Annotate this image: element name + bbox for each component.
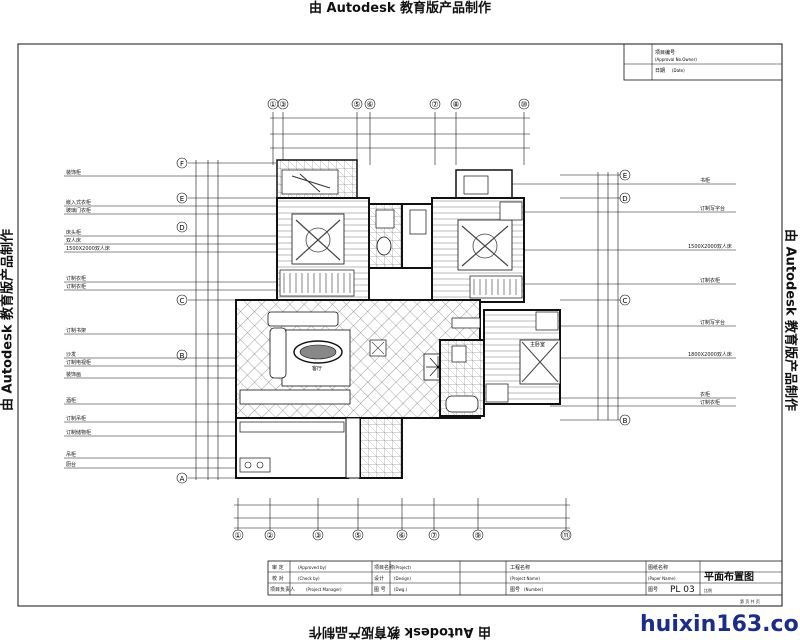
svg-text:嵌入式衣柜: 嵌入式衣柜 [66, 199, 91, 206]
svg-text:订制衣柜: 订制衣柜 [66, 275, 86, 282]
svg-text:C: C [180, 297, 185, 305]
svg-text:订制写字台: 订制写字台 [700, 205, 725, 212]
svg-text:①: ① [269, 100, 276, 109]
svg-text:⑦: ⑦ [430, 531, 437, 540]
svg-text:(Project Name): (Project Name) [510, 576, 540, 581]
svg-text:装饰画: 装饰画 [66, 371, 81, 378]
svg-text:1800X2000双人床: 1800X2000双人床 [688, 351, 732, 358]
svg-text:图号: 图号 [510, 587, 520, 593]
svg-text:客厅: 客厅 [312, 365, 322, 372]
svg-text:项目编号: 项目编号 [655, 49, 675, 56]
svg-text:③: ③ [314, 531, 321, 540]
svg-text:订制吊柜: 订制吊柜 [66, 415, 86, 422]
svg-text:工程名称: 工程名称 [510, 564, 530, 571]
left-grid-bubbles: F E D C B A [176, 157, 188, 484]
svg-text:⑦: ⑦ [431, 100, 438, 109]
svg-text:书柜: 书柜 [700, 177, 710, 184]
top-right-box: 项目编号 (Approval No.Owner) 日期 (Date) [623, 43, 783, 81]
svg-text:双人床: 双人床 [66, 237, 81, 244]
svg-text:(Number): (Number) [524, 587, 544, 592]
svg-text:1500X2000双人床: 1500X2000双人床 [66, 245, 110, 252]
drawing-title: 平面布置图 [704, 570, 754, 583]
left-dimensions [188, 160, 276, 480]
watermark-top: 由 Autodesk 教育版产品制作 [308, 1, 492, 16]
svg-text:吊柜: 吊柜 [66, 451, 76, 458]
svg-text:A: A [180, 475, 185, 483]
svg-text:⑤: ⑤ [353, 100, 360, 109]
drawing-number: PL 03 [670, 585, 695, 595]
svg-text:厨台: 厨台 [66, 461, 76, 468]
left-annotation-labels: 装饰柜 嵌入式衣柜 玻璃门衣柜 床头柜 双人床 1500X2000双人床 订制衣… [66, 169, 110, 468]
top-dimensions [270, 112, 530, 165]
svg-text:B: B [623, 417, 628, 425]
svg-text:订制衣柜: 订制衣柜 [700, 399, 720, 406]
svg-text:(Paper Name): (Paper Name) [648, 576, 676, 581]
svg-text:装饰柜: 装饰柜 [66, 169, 81, 176]
svg-text:订制储物柜: 订制储物柜 [66, 429, 91, 436]
svg-text:D: D [622, 195, 627, 203]
svg-text:②: ② [266, 531, 273, 540]
title-block [267, 560, 783, 596]
svg-text:日期: 日期 [655, 68, 665, 74]
svg-text:1500X2000双人床: 1500X2000双人床 [688, 243, 732, 250]
svg-text:E: E [180, 195, 184, 203]
svg-text:第 页 共 页: 第 页 共 页 [740, 598, 760, 604]
svg-text:(Project Manager): (Project Manager) [306, 587, 342, 592]
right-annotations [480, 183, 736, 407]
svg-text:⑨: ⑨ [474, 531, 481, 540]
svg-text:设计: 设计 [374, 575, 384, 582]
svg-text:衣柜: 衣柜 [700, 391, 710, 398]
svg-text:酒柜: 酒柜 [66, 397, 76, 404]
svg-text:图号: 图号 [648, 587, 658, 593]
bottom-dimensions [234, 498, 570, 532]
svg-text:订制写字台: 订制写字台 [700, 319, 725, 326]
svg-text:③: ③ [279, 100, 286, 109]
svg-text:⑧: ⑧ [452, 100, 459, 109]
svg-text:订制衣柜: 订制衣柜 [66, 283, 86, 290]
drawing-frame [17, 43, 783, 607]
svg-text:审 定: 审 定 [272, 564, 284, 571]
svg-text:⑤: ⑤ [354, 531, 361, 540]
svg-text:图纸名称: 图纸名称 [648, 564, 668, 571]
svg-text:比例: 比例 [704, 587, 712, 593]
bottom-grid-bubbles: ① ② ③ ⑤ ⑥ ⑦ ⑨ ⑪ [232, 529, 572, 541]
svg-text:图 号: 图 号 [374, 587, 386, 593]
svg-text:(Dwg.): (Dwg.) [394, 587, 408, 592]
svg-text:①: ① [234, 531, 241, 540]
svg-text:项目负责人: 项目负责人 [270, 586, 295, 593]
svg-text:⑩: ⑩ [520, 100, 527, 109]
site-watermark: huixin163.com [640, 612, 800, 637]
svg-text:订制衣柜: 订制衣柜 [700, 277, 720, 284]
right-annotation-labels: 书柜 订制写字台 1500X2000双人床 订制衣柜 订制写字台 1800X20… [688, 177, 732, 406]
svg-text:订制书架: 订制书架 [66, 327, 86, 334]
svg-text:D: D [179, 224, 184, 232]
top-grid-bubbles: ① ③ ⑤ ⑥ ⑦ ⑧ ⑩ [267, 98, 530, 110]
svg-text:沙发: 沙发 [66, 351, 76, 358]
svg-text:(Approved by): (Approved by) [298, 565, 327, 570]
right-dimensions [560, 172, 626, 421]
svg-text:E: E [623, 172, 627, 180]
svg-text:B: B [180, 352, 185, 360]
svg-text:订制电视柜: 订制电视柜 [66, 359, 91, 366]
title-block-text: 审 定 校 对 项目负责人 (Approved by) (Check by) (… [270, 564, 760, 604]
svg-text:主卧室: 主卧室 [530, 341, 545, 348]
svg-text:玻璃门衣柜: 玻璃门衣柜 [66, 207, 91, 214]
svg-text:⑥: ⑥ [398, 531, 405, 540]
svg-text:校 对: 校 对 [272, 575, 284, 582]
svg-text:C: C [623, 297, 628, 305]
right-grid-bubbles: E D C B [619, 169, 631, 426]
svg-text:(Approval No.Owner): (Approval No.Owner) [655, 57, 697, 62]
svg-text:床头柜: 床头柜 [66, 229, 81, 236]
svg-text:(Project): (Project) [394, 565, 411, 570]
svg-text:⑪: ⑪ [562, 531, 570, 540]
svg-text:(Date): (Date) [672, 68, 685, 73]
svg-text:项目名称: 项目名称 [374, 564, 394, 571]
svg-text:F: F [180, 160, 184, 168]
left-annotations [64, 175, 300, 469]
floor-plan: 客厅 主卧室 [235, 159, 561, 479]
svg-text:(Design): (Design) [394, 576, 411, 581]
svg-text:⑥: ⑥ [366, 100, 373, 109]
svg-text:(Check by): (Check by) [298, 576, 320, 581]
